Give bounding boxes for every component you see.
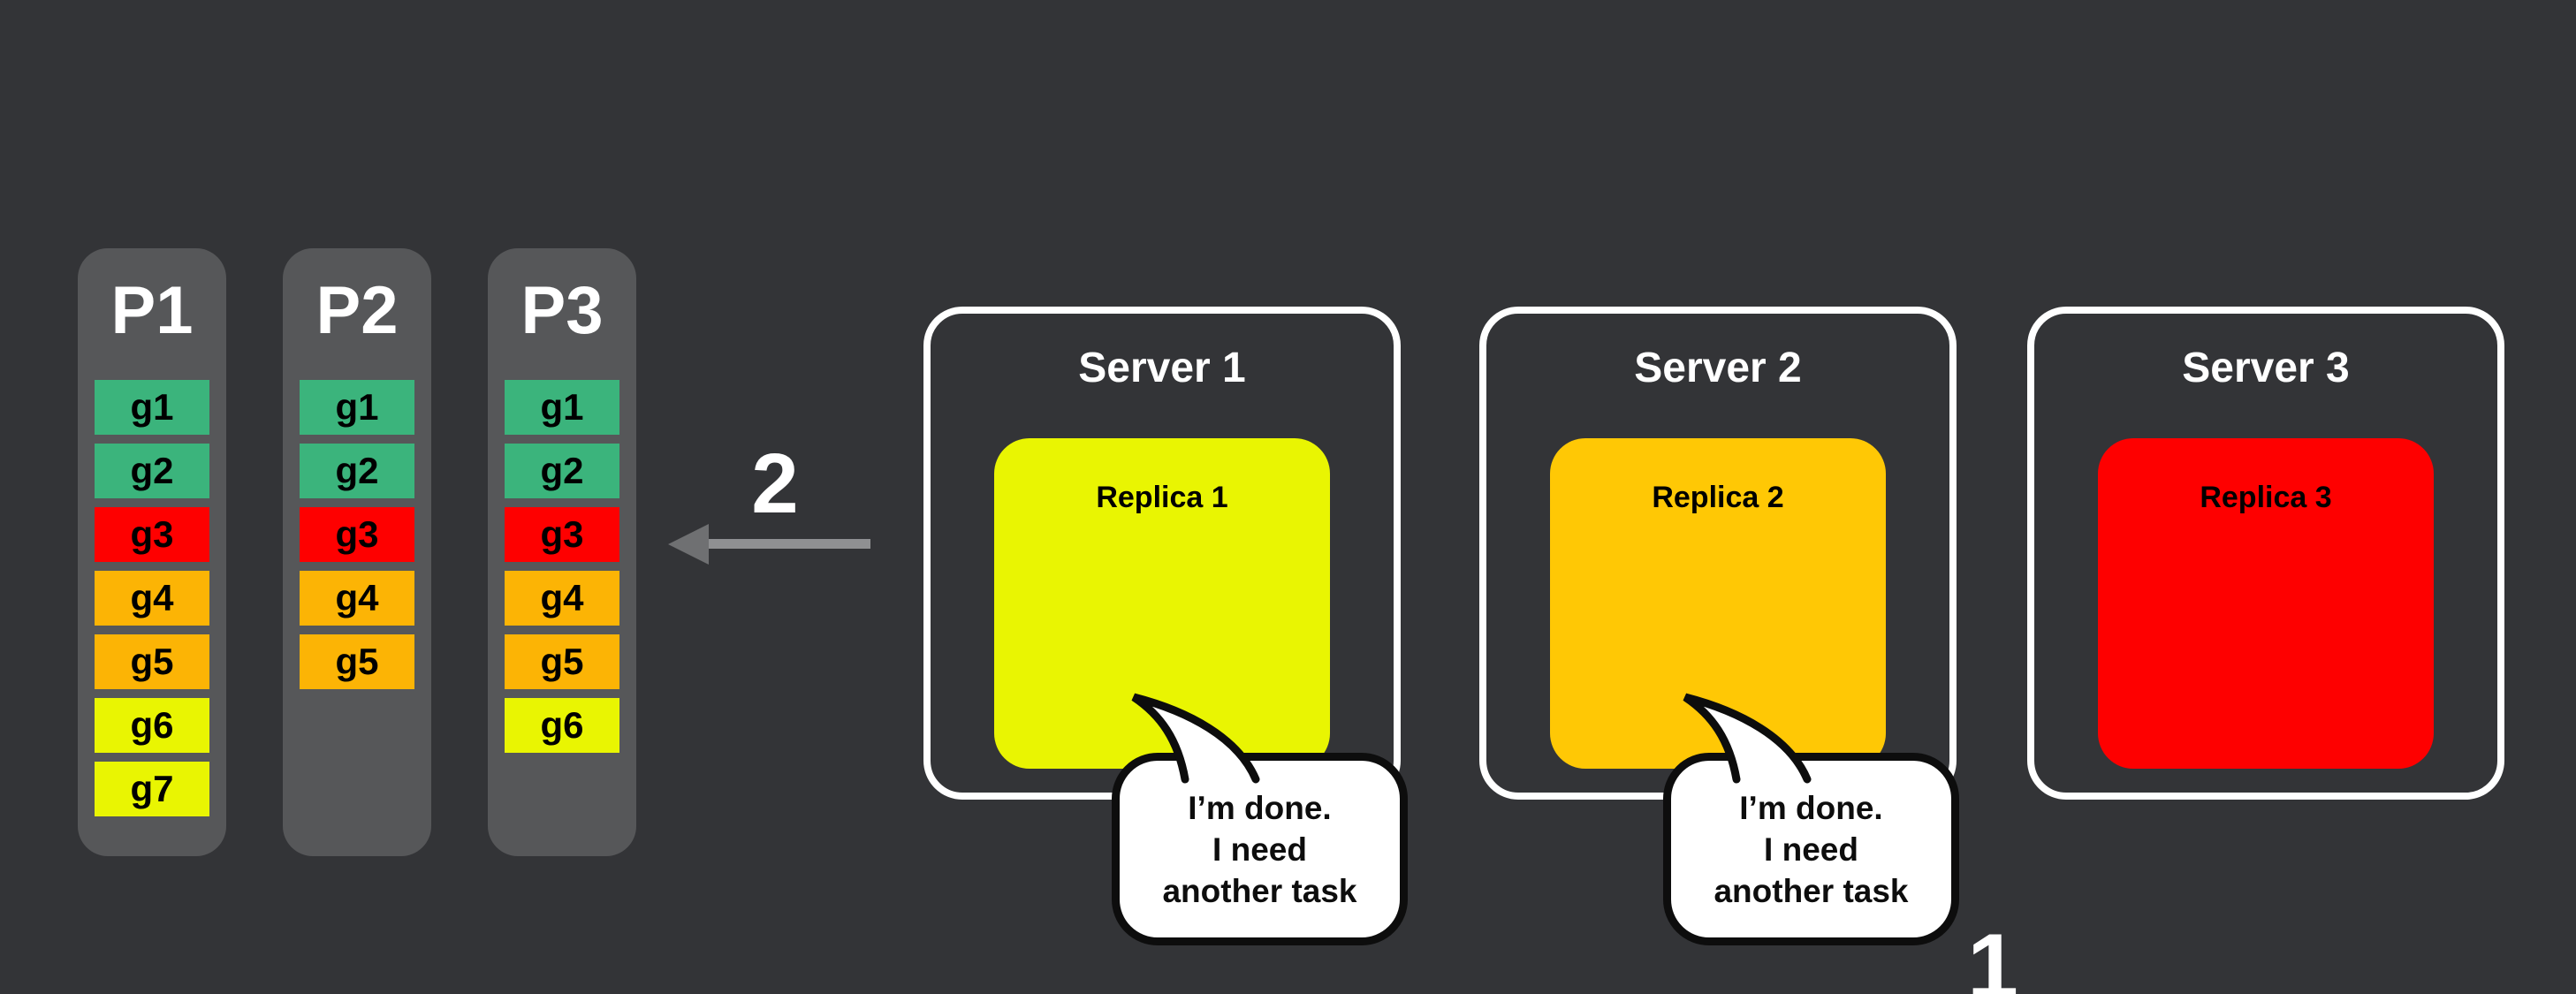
task-chip-g1: g1 [95, 380, 209, 435]
partition-p3-title: P3 [521, 273, 604, 348]
task-chip-g4: g4 [95, 571, 209, 626]
speech-line-1: I’m done. [1739, 789, 1883, 826]
speech-bubble-server-2: I’m done. I need another task [1663, 693, 1959, 945]
server-3-title: Server 3 [2182, 345, 2350, 391]
task-chip-g5: g5 [505, 634, 619, 689]
partition-p2-task-list: g1 g2 g3 g4 g5 [300, 380, 414, 689]
task-chip-g2: g2 [300, 444, 414, 498]
task-chip-g1: g1 [505, 380, 619, 435]
speech-bubble-tail-icon [1131, 693, 1260, 784]
task-chip-g4: g4 [300, 571, 414, 626]
partition-p2-title: P2 [315, 273, 399, 348]
task-chip-g3: g3 [95, 507, 209, 562]
speech-bubble-text: I’m done. I need another task [1714, 787, 1908, 912]
task-chip-g3: g3 [300, 507, 414, 562]
speech-line-2: I need [1764, 831, 1858, 868]
server-2-title: Server 2 [1634, 345, 1802, 391]
speech-line-3: another task [1162, 872, 1357, 909]
partition-p1-task-list: g1 g2 g3 g4 g5 g6 g7 [95, 380, 209, 816]
task-chip-g6: g6 [95, 698, 209, 753]
left-arrow-shaft [700, 539, 870, 549]
task-chip-g1: g1 [300, 380, 414, 435]
speech-line-3: another task [1714, 872, 1909, 909]
step-1-label: 1 [1967, 915, 2018, 994]
task-chip-g5: g5 [300, 634, 414, 689]
task-chip-g2: g2 [505, 444, 619, 498]
speech-bubble-text: I’m done. I need another task [1162, 787, 1356, 912]
replica-3: Replica 3 [2098, 438, 2434, 769]
replica-3-title: Replica 3 [2200, 481, 2332, 514]
task-chip-g7: g7 [95, 762, 209, 816]
task-chip-g2: g2 [95, 444, 209, 498]
partition-p2: P2 g1 g2 g3 g4 g5 [283, 248, 431, 856]
speech-bubble-tail-icon [1683, 693, 1812, 784]
partition-p1-title: P1 [110, 273, 194, 348]
left-arrow-head-icon [668, 524, 709, 565]
partition-p3-task-list: g1 g2 g3 g4 g5 g6 [505, 380, 619, 753]
partition-p1: P1 g1 g2 g3 g4 g5 g6 g7 [78, 248, 226, 856]
server-1-title: Server 1 [1078, 345, 1246, 391]
speech-line-1: I’m done. [1188, 789, 1332, 826]
task-chip-g6: g6 [505, 698, 619, 753]
server-3-box: Server 3 Replica 3 [2027, 307, 2504, 800]
task-chip-g4: g4 [505, 571, 619, 626]
task-chip-g5: g5 [95, 634, 209, 689]
replica-2-title: Replica 2 [1652, 481, 1784, 514]
speech-line-2: I need [1212, 831, 1307, 868]
replica-1-title: Replica 1 [1096, 481, 1228, 514]
task-chip-g3: g3 [505, 507, 619, 562]
step-2-label: 2 [751, 436, 799, 531]
partition-p3: P3 g1 g2 g3 g4 g5 g6 [488, 248, 636, 856]
speech-bubble-server-1: I’m done. I need another task [1112, 693, 1408, 945]
